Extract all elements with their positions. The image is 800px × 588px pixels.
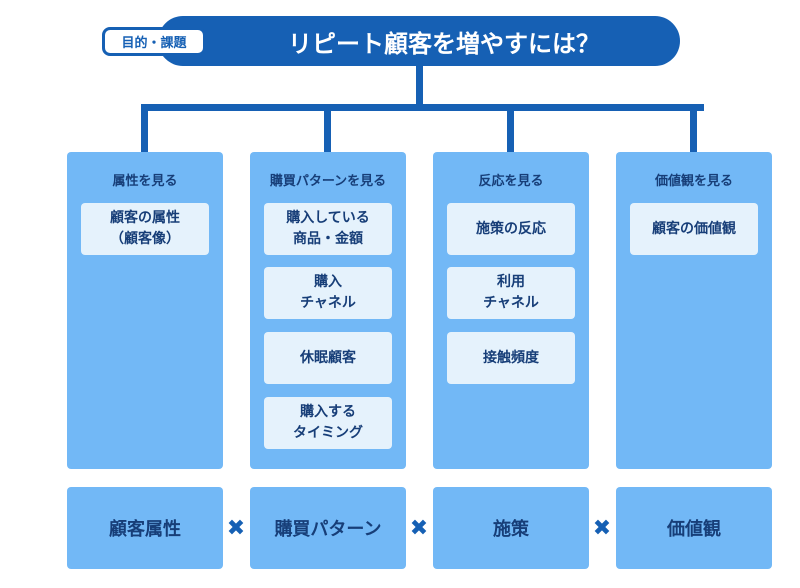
column-attributes: 属性を見る 顧客の属性 （顧客像）: [67, 152, 223, 469]
bottom-values: 価値観: [616, 487, 772, 569]
item-line: チャネル: [483, 295, 539, 311]
item-line: 顧客の属性: [110, 210, 180, 226]
connector-drop-1: [141, 104, 148, 152]
times-icon: ✖: [592, 515, 612, 541]
times-icon: ✖: [226, 515, 246, 541]
item-line: タイミング: [293, 425, 363, 441]
item-line: 商品・金額: [293, 231, 363, 247]
item-purchase-timing: 購入する タイミング: [264, 397, 392, 449]
connector-drop-4: [690, 104, 697, 152]
item-customer-values: 顧客の価値観: [630, 203, 758, 255]
item-usage-channel: 利用 チャネル: [447, 267, 575, 319]
item-line: 利用: [497, 274, 525, 290]
column-response: 反応を見る 施策の反応 利用 チャネル 接触頻度: [433, 152, 589, 469]
item-line: チャネル: [300, 295, 356, 311]
item-line: 購入している: [286, 210, 370, 226]
item-line: 購入: [314, 274, 342, 290]
item-line: （顧客像）: [110, 231, 180, 247]
column-title: 反応を見る: [478, 174, 544, 189]
item-line: 施策の反応: [476, 220, 546, 237]
item-line: 購入する: [300, 404, 356, 420]
header-banner: [158, 16, 680, 66]
item-customer-attributes: 顧客の属性 （顧客像）: [81, 203, 209, 255]
bottom-campaign: 施策: [433, 487, 589, 569]
column-title: 価値観を見る: [654, 174, 733, 189]
column-purchase-pattern: 購買パターンを見る 購入している 商品・金額 購入 チャネル 休眠顧客 購入する…: [250, 152, 406, 469]
connector-drop-3: [507, 104, 514, 152]
connector-drop-2: [324, 104, 331, 152]
item-purchased-products: 購入している 商品・金額: [264, 203, 392, 255]
purpose-tag: 目的・課題: [102, 27, 206, 56]
page-title: リピート顧客を増やすには？: [288, 29, 600, 58]
column-values: 価値観を見る 顧客の価値観: [616, 152, 772, 469]
item-campaign-response: 施策の反応: [447, 203, 575, 255]
column-title: 購買パターンを見る: [269, 174, 387, 189]
item-line: 接触頻度: [483, 349, 539, 366]
bottom-purchase-pattern: 購買パターン: [250, 487, 406, 569]
times-icon: ✖: [409, 515, 429, 541]
connector-trunk: [416, 66, 423, 110]
item-contact-frequency: 接触頻度: [447, 332, 575, 384]
item-purchase-channel: 購入 チャネル: [264, 267, 392, 319]
item-dormant-customers: 休眠顧客: [264, 332, 392, 384]
item-line: 休眠顧客: [300, 349, 356, 366]
connector-bar: [141, 104, 704, 111]
column-title: 属性を見る: [112, 174, 178, 189]
bottom-customer-attributes: 顧客属性: [67, 487, 223, 569]
item-line: 顧客の価値観: [652, 220, 736, 237]
